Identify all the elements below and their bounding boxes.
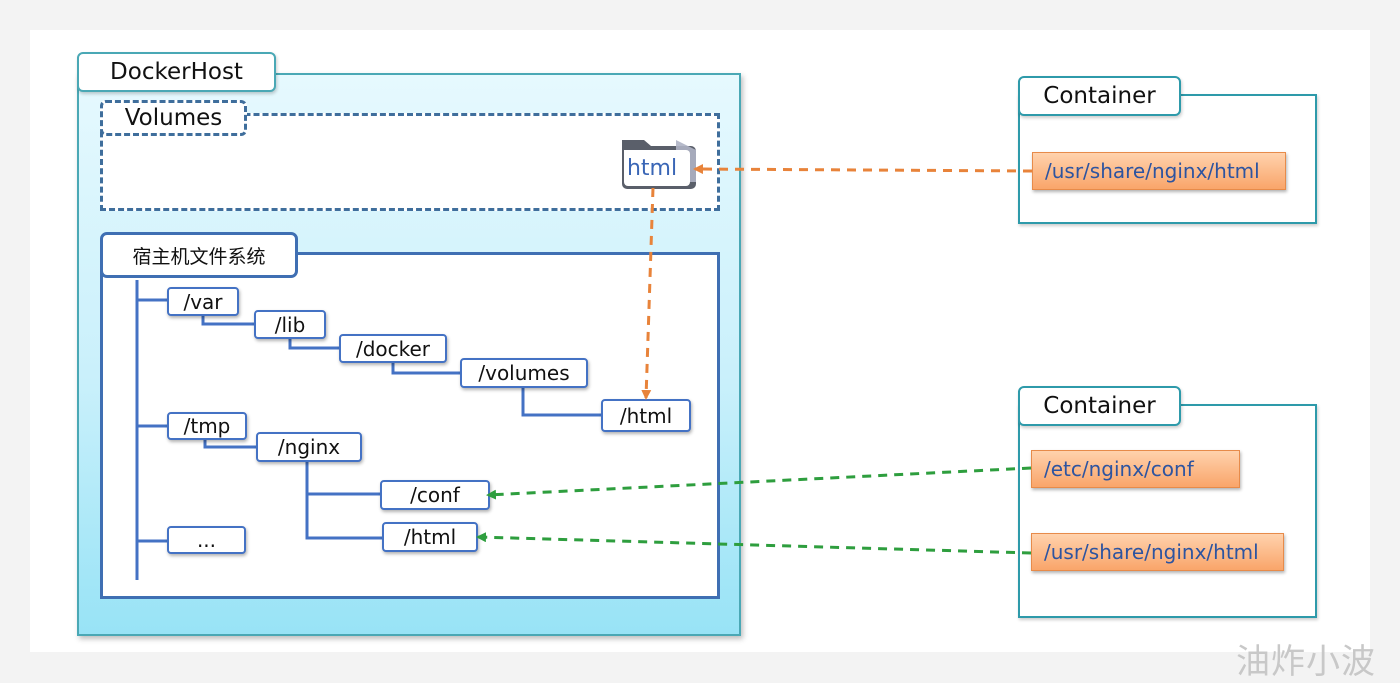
connector-nginx-html [305, 494, 382, 540]
html-bind-arrow [476, 532, 1032, 555]
connector-lib-docker [288, 336, 339, 350]
connector-docker-volumes [391, 361, 460, 375]
node-nginx-html: /html [382, 522, 478, 552]
node-docker: /docker [339, 334, 447, 363]
folder-icon [622, 140, 696, 189]
node-volume-html: /html [601, 399, 691, 432]
container-2-mount-conf: /etc/nginx/conf [1031, 450, 1240, 488]
node-volumes: /volumes [460, 358, 588, 388]
node-nginx: /nginx [256, 432, 362, 462]
node-tmp: /tmp [167, 412, 247, 440]
node-var: /var [167, 287, 239, 316]
node-lib: /lib [254, 310, 326, 339]
docker-host-title: DockerHost [77, 52, 276, 92]
node-ellipsis: ... [167, 526, 246, 554]
watermark-text: 油炸小波 [1236, 642, 1376, 682]
node-conf: /conf [380, 480, 490, 510]
connector-tmp-nginx [203, 438, 256, 449]
volume-folder-label: html [626, 155, 678, 181]
container-box-2 [1018, 404, 1317, 618]
connector-var-lib [201, 312, 254, 326]
volumes-title: Volumes [100, 100, 247, 136]
host-filesystem-title: 宿主机文件系统 [100, 232, 298, 278]
volume-to-host-arrow [641, 187, 655, 400]
container-1-mount-html: /usr/share/nginx/html [1032, 152, 1286, 190]
connector-volumes-html [521, 386, 601, 417]
container-2-mount-html: /usr/share/nginx/html [1031, 533, 1284, 571]
conf-bind-arrow [486, 466, 1032, 500]
container-title-2: Container [1018, 386, 1181, 426]
container-title-1: Container [1018, 76, 1181, 116]
volume-mount-arrow [693, 164, 1033, 175]
